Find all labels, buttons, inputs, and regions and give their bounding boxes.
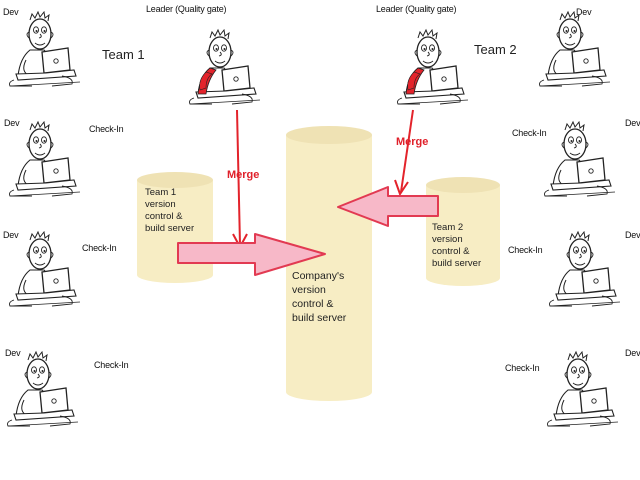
leader-at-laptop-icon: [190, 30, 261, 104]
checkin-label: Check-In: [94, 360, 129, 370]
team2-server-cylinder: [426, 177, 500, 286]
leader-at-laptop-icon: [398, 30, 469, 104]
dev-label: Dev: [625, 230, 640, 240]
dev-label: Dev: [576, 7, 592, 17]
team2-server-label: Team 2 version control & build server: [432, 222, 482, 269]
developer-at-laptop-icon: [543, 121, 616, 197]
company-server-cylinder: [286, 126, 372, 401]
dev-label: Dev: [625, 348, 640, 358]
developer-at-laptop-icon: [548, 231, 621, 307]
merge-label-team1: Merge: [227, 169, 260, 181]
team1-title: Team 1: [102, 47, 145, 62]
team1-server-label: Team 1 version control & build server: [145, 187, 195, 234]
checkin-label: Check-In: [512, 128, 547, 138]
developer-at-laptop-icon: [8, 121, 81, 197]
team2-title: Team 2: [474, 42, 517, 57]
big-arrow-to-company-from-team1: [177, 233, 326, 276]
dev-label: Dev: [4, 118, 20, 128]
company-server-label: Company's version control & build server: [292, 270, 347, 324]
merge-arrow-team2: [394, 109, 414, 197]
merge-label-team2: Merge: [396, 136, 429, 148]
dev-label: Dev: [5, 348, 21, 358]
dev-label: Dev: [3, 230, 19, 240]
developer-at-laptop-icon: [6, 351, 79, 427]
checkin-label: Check-In: [89, 124, 124, 134]
dev-label: Dev: [625, 118, 640, 128]
dev-label: Dev: [3, 7, 19, 17]
team1-leader-label: Leader (Quality gate): [146, 4, 227, 14]
checkin-label: Check-In: [82, 243, 117, 253]
team2-leader-label: Leader (Quality gate): [376, 4, 457, 14]
checkin-label: Check-In: [505, 363, 540, 373]
developer-at-laptop-icon: [538, 11, 611, 87]
developer-at-laptop-icon: [8, 11, 81, 87]
developer-at-laptop-icon: [8, 231, 81, 307]
checkin-label: Check-In: [508, 245, 543, 255]
big-arrow-to-company-from-team2: [337, 186, 439, 227]
developer-at-laptop-icon: [546, 351, 619, 427]
